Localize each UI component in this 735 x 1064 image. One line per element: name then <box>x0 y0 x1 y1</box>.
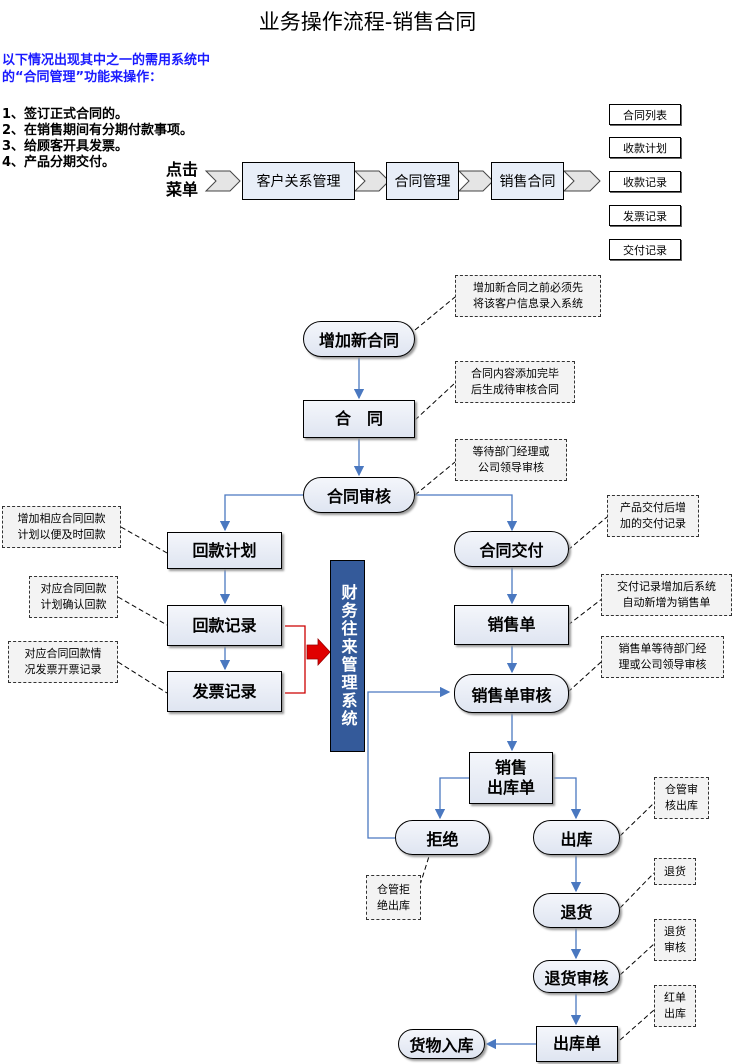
note-line: 理或公司领导审核 <box>618 658 707 671</box>
condition-list: 1、签订正式合同的。 2、在销售期间有分期付款事项。 3、给顾客开具发票。 4、… <box>2 107 193 171</box>
intro-line: 以下情况出现其中之一的需用系统中 <box>2 53 211 68</box>
invoice-record-node: 发票记录 <box>167 671 282 712</box>
intro-text: 以下情况出现其中之一的需用系统中 的“合同管理”功能来操作： <box>2 52 210 86</box>
note-line: 加的交付记录 <box>620 517 686 530</box>
payment-plan-button[interactable]: 收款计划 <box>609 137 681 158</box>
note-invoice-record: 对应合同回款情 况发票开票记录 <box>8 641 118 683</box>
note-line: 销售单等待部门经 <box>618 642 707 655</box>
condition-item: 1、签订正式合同的。 <box>2 107 129 122</box>
invoice-record-button[interactable]: 发票记录 <box>609 205 681 226</box>
page-title: 业务操作流程-销售合同 <box>258 10 477 34</box>
intro-line: 的“合同管理”功能来操作： <box>2 70 163 85</box>
note-line: 交付记录增加后系统 <box>617 580 716 593</box>
condition-item: 2、在销售期间有分期付款事项。 <box>2 123 194 138</box>
note-contract: 合同内容添加完毕 后生成待审核合同 <box>455 361 575 403</box>
note-line: 将该客户信息录入系统 <box>473 297 583 310</box>
note-line: 退货 <box>664 925 686 938</box>
note-line: 仓管审 <box>665 783 698 796</box>
note-line: 产品交付后增 <box>620 501 686 514</box>
note-line: 后生成待审核合同 <box>471 383 559 396</box>
note-payment-plan: 增加相应合同回款 计划以便及时回款 <box>2 506 121 548</box>
click-menu-label: 点击 菜单 <box>166 160 198 200</box>
contract-delivery-node: 合同交付 <box>454 531 569 567</box>
note-add-contract: 增加新合同之前必须先 将该客户信息录入系统 <box>455 275 601 317</box>
note-contract-delivery: 产品交付后增 加的交付记录 <box>607 495 699 537</box>
note-line: 等待部门经理或 <box>472 445 550 458</box>
outbound-node: 出库 <box>533 820 620 855</box>
sales-outbound-node: 销售 出库单 <box>469 752 553 804</box>
note-line: 计划以便及时回款 <box>17 528 106 541</box>
payment-record-button[interactable]: 收款记录 <box>609 171 681 192</box>
note-line: 公司领导审核 <box>478 461 544 474</box>
outbound-order-node: 出库单 <box>536 1026 618 1062</box>
menu-contract-management[interactable]: 合同管理 <box>386 162 459 200</box>
sales-order-node: 销售单 <box>454 605 569 645</box>
note-line: 自动新增为销售单 <box>622 596 711 609</box>
note-line: 退货 <box>664 864 686 878</box>
note-contract-review: 等待部门经理或 公司领导审核 <box>455 439 567 481</box>
finance-system-node: 财务往来管理系统 <box>330 560 365 752</box>
note-sales-order: 交付记录增加后系统 自动新增为销售单 <box>601 574 732 616</box>
payment-plan-node: 回款计划 <box>167 532 282 569</box>
note-line: 红单 <box>664 991 686 1004</box>
contract-review-node: 合同审核 <box>303 477 415 513</box>
note-line: 出库 <box>664 1007 686 1020</box>
note-line: 审核 <box>664 941 686 954</box>
note-line: 仓管拒 <box>377 882 410 896</box>
note-reject: 仓管拒 绝出库 <box>366 875 421 920</box>
menu-crm[interactable]: 客户关系管理 <box>242 162 355 200</box>
return-review-node: 退货审核 <box>533 960 620 993</box>
note-line: 对应合同回款 <box>40 582 107 595</box>
note-line: 对应合同回款情 <box>24 647 102 660</box>
note-line: 增加相应合同回款 <box>17 512 106 525</box>
payment-record-node: 回款记录 <box>167 605 282 646</box>
note-payment-record: 对应合同回款 计划确认回款 <box>29 576 118 618</box>
sales-outbound-line: 销售 <box>494 758 527 777</box>
note-line: 计划确认回款 <box>40 598 107 611</box>
note-sales-order-review: 销售单等待部门经 理或公司领导审核 <box>601 636 724 678</box>
delivery-record-button[interactable]: 交付记录 <box>609 239 681 260</box>
sales-outbound-line: 出库单 <box>486 778 535 797</box>
note-return: 退货 <box>654 858 696 885</box>
click-menu-line: 菜单 <box>166 180 199 199</box>
condition-item: 3、给顾客开具发票。 <box>2 139 129 154</box>
note-outbound-order: 红单 出库 <box>654 985 696 1027</box>
click-menu-line: 点击 <box>166 160 199 179</box>
note-return-review: 退货 审核 <box>654 919 696 961</box>
return-node: 退货 <box>533 893 620 928</box>
reject-node: 拒绝 <box>395 820 490 855</box>
note-line: 增加新合同之前必须先 <box>473 281 583 294</box>
menu-sales-contract[interactable]: 销售合同 <box>491 162 564 200</box>
note-line: 绝出库 <box>377 898 410 912</box>
condition-item: 4、产品分期交付。 <box>2 155 116 170</box>
contract-node: 合 同 <box>303 400 415 438</box>
sales-order-review-node: 销售单审核 <box>454 674 569 713</box>
note-line: 况发票开票记录 <box>24 663 102 676</box>
goods-inbound-node: 货物入库 <box>398 1029 485 1059</box>
note-outbound: 仓管审 核出库 <box>654 777 709 819</box>
note-line: 核出库 <box>665 799 698 812</box>
add-contract-node: 增加新合同 <box>303 321 415 357</box>
contract-list-button[interactable]: 合同列表 <box>609 104 681 125</box>
note-line: 合同内容添加完毕 <box>471 367 559 380</box>
